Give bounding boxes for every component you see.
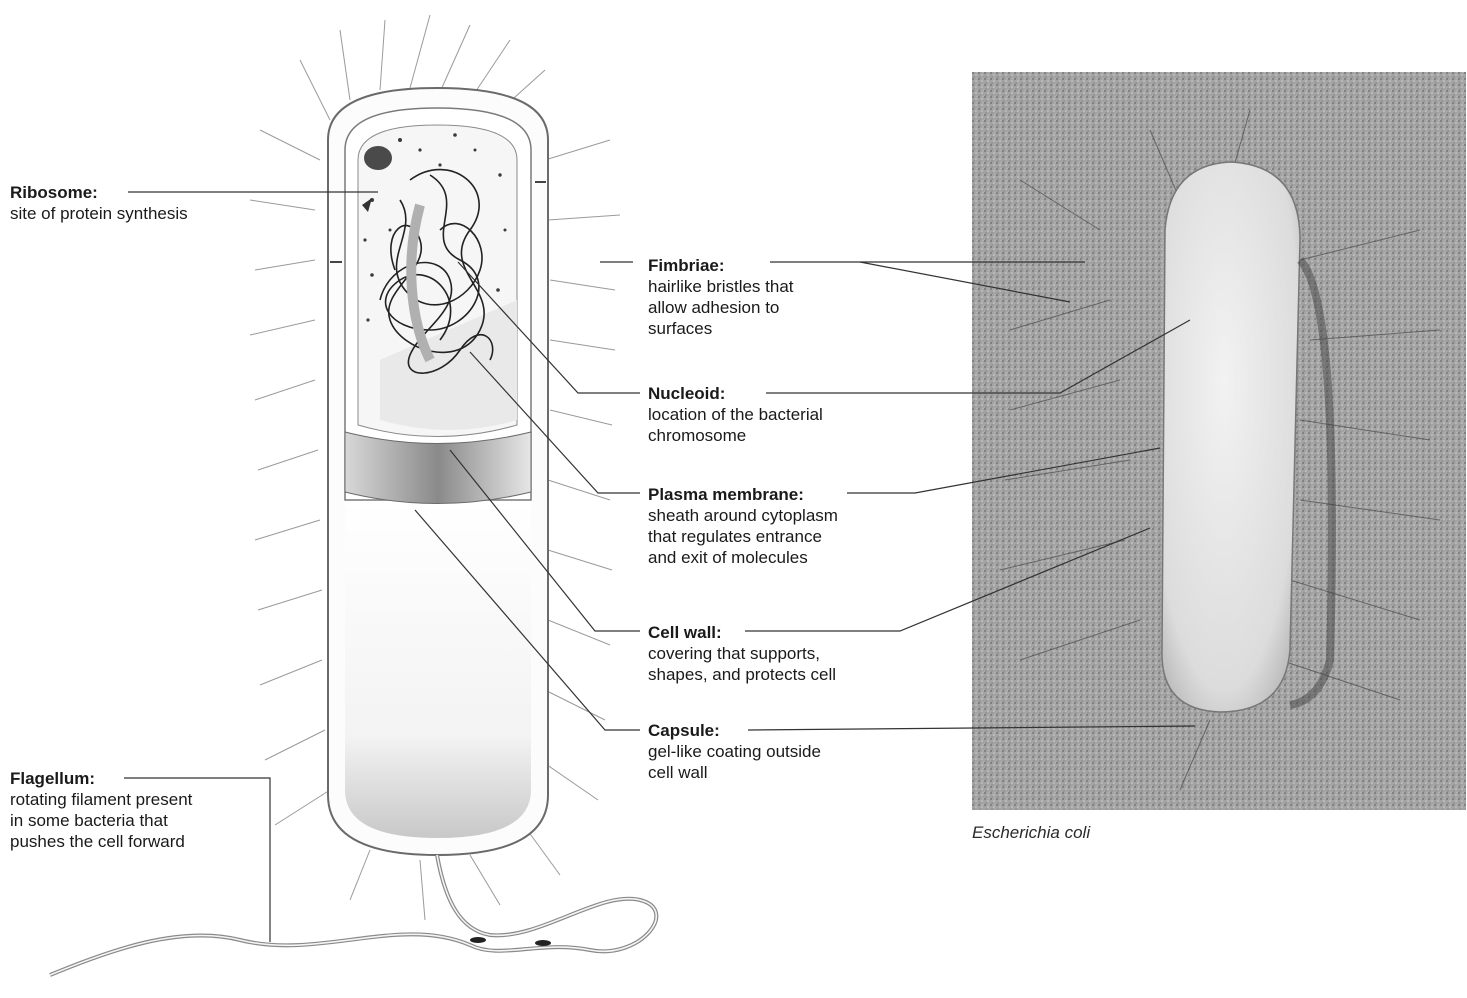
fimbriae-desc-line: surfaces [648,318,794,339]
capsule-desc-line: cell wall [648,762,821,783]
label-capsule: Capsule: gel-like coating outside cell w… [648,720,821,783]
capsule-desc-line: gel-like coating outside [648,741,821,762]
label-flagellum: Flagellum: rotating filament present in … [10,768,192,852]
flagellum-term: Flagellum: [10,769,95,788]
e-coli-micrograph [972,72,1466,810]
nucleoid-desc-line: location of the bacterial [648,404,823,425]
ribosome-term: Ribosome: [10,183,98,202]
fimbriae-desc-line: hairlike bristles that [648,276,794,297]
flagellum-desc-line: in some bacteria that [10,810,192,831]
plasma-membrane-desc-line: that regulates entrance [648,526,838,547]
flagellum-desc-line: pushes the cell forward [10,831,192,852]
micrograph-caption: Escherichia coli [972,823,1090,843]
label-ribosome: Ribosome: site of protein synthesis [10,182,188,224]
plasma-membrane-desc-line: sheath around cytoplasm [648,505,838,526]
label-nucleoid: Nucleoid: location of the bacterial chro… [648,383,823,446]
plasma-membrane-term: Plasma membrane: [648,485,804,504]
ribosome-desc: site of protein synthesis [10,203,188,224]
plasma-membrane-desc-line: and exit of molecules [648,547,838,568]
cell-wall-desc-line: covering that supports, [648,643,836,664]
flagellum-desc-line: rotating filament present [10,789,192,810]
e-coli-rod [1162,162,1300,712]
label-plasma-membrane: Plasma membrane: sheath around cytoplasm… [648,484,838,568]
flagellum [50,855,656,975]
capsule-term: Capsule: [648,721,720,740]
cell-wall-term: Cell wall: [648,623,722,642]
fimbriae-desc-line: allow adhesion to [648,297,794,318]
label-fimbriae: Fimbriae: hairlike bristles that allow a… [648,255,794,339]
cell-wall-desc-line: shapes, and protects cell [648,664,836,685]
label-cell-wall: Cell wall: covering that supports, shape… [648,622,836,685]
nucleoid-term: Nucleoid: [648,384,725,403]
fimbriae-term: Fimbriae: [648,256,725,275]
nucleoid-desc-line: chromosome [648,425,823,446]
